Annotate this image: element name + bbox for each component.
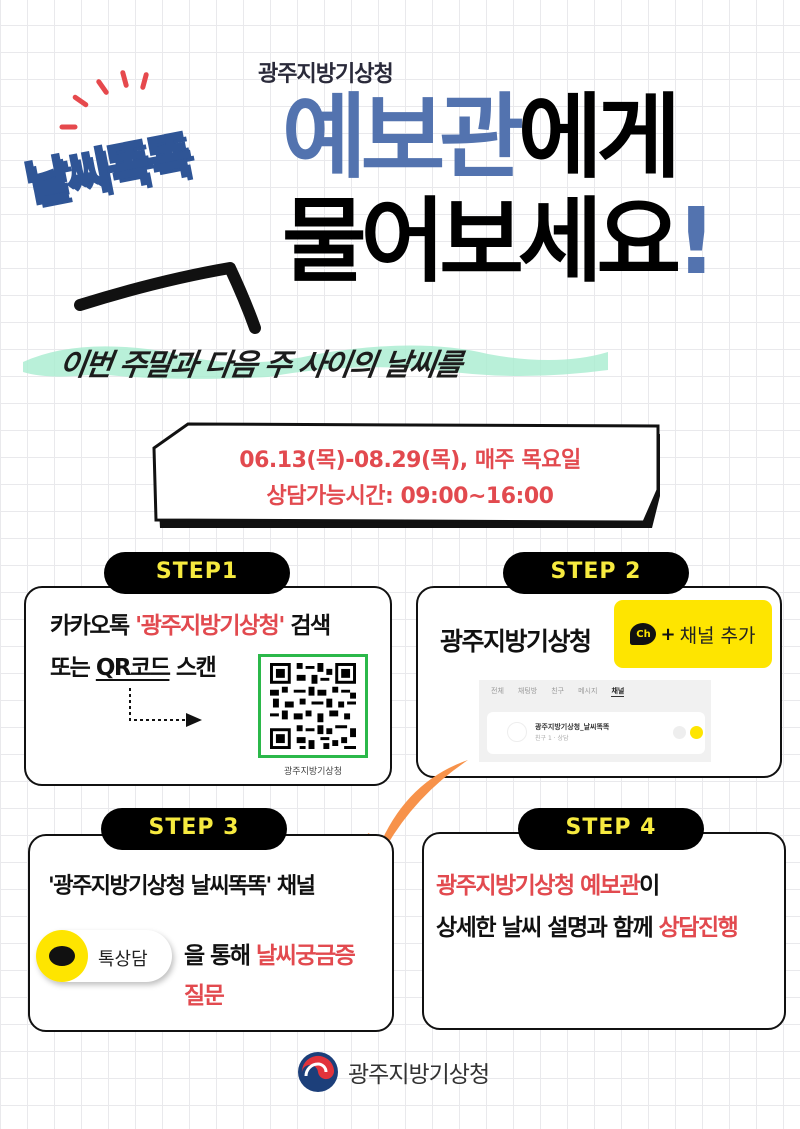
- org-name-top: 광주지방기상청: [258, 62, 394, 87]
- step1-badge: STEP1: [104, 552, 290, 594]
- nalssi-ttokttok-logo: 날씨똑똑: [10, 69, 270, 220]
- step1-line1: 카카오톡 '광주지방기상청' 검색: [50, 613, 331, 639]
- burst-line-icon: [71, 93, 90, 109]
- chat-bubble-icon[interactable]: [673, 726, 686, 739]
- kakao-channel-list-preview: 전체 채팅방 친구 메시지 채널 광주지방기상청_날씨똑똑 친구 1 · 상담: [479, 680, 711, 762]
- step4-line1: 광주지방기상청 예보관이: [436, 873, 660, 899]
- step2-badge: STEP 2: [503, 552, 689, 594]
- kakao-tab-channels[interactable]: 채널: [611, 687, 625, 697]
- footer: 광주지방기상청: [296, 1050, 490, 1094]
- mint-highlight-band: [23, 345, 608, 379]
- schedule-period: 06.13(목)-08.29(목), 매주 목요일: [239, 448, 581, 473]
- schedule-hours: 상담가능시간: 09:00~16:00: [266, 484, 554, 509]
- qr-caption: 광주지방기상청: [284, 767, 342, 777]
- government-emblem-icon: [298, 1052, 338, 1092]
- dotted-arrow-icon: [129, 688, 202, 727]
- talk-consult-label: 톡상담: [98, 949, 148, 970]
- burst-line-icon: [95, 78, 110, 96]
- add-channel-button[interactable]: Ch + 채널 추가: [614, 600, 772, 668]
- burst-line-icon: [119, 69, 130, 89]
- kakao-tab-chatrooms[interactable]: 채팅방: [517, 687, 538, 695]
- channel-meta: 친구 1 · 상담: [535, 735, 569, 742]
- qr-code-icon: [270, 663, 356, 749]
- headline-ask: 물어보세요: [282, 188, 681, 295]
- kakao-tab-friends[interactable]: 친구: [551, 687, 565, 695]
- search-keyword: '광주지방기상청': [135, 613, 285, 639]
- step4-line2: 상세한 날씨 설명과 함께 상담진행: [436, 915, 739, 941]
- kakao-tab-messages[interactable]: 메시지: [578, 687, 598, 695]
- headline-line2: 물어보세요!: [282, 196, 717, 288]
- schedule-box: [152, 422, 660, 528]
- kakao-talk-icon: [36, 930, 88, 982]
- logo-text: 날씨똑똑: [20, 125, 195, 214]
- step1-line2: 또는 QR코드 스캔: [50, 655, 217, 681]
- kakao-tab-all[interactable]: 전체: [491, 687, 504, 695]
- headline-to: 에게: [517, 84, 681, 191]
- add-channel-icon[interactable]: [690, 726, 703, 739]
- step3-badge: STEP 3: [101, 808, 287, 850]
- step3-line2: 을 통해 날씨궁금증: [184, 943, 356, 969]
- headline-line1: 예보관에게: [282, 92, 681, 184]
- step2-channel-title: 광주지방기상청: [440, 627, 592, 656]
- add-channel-label: 채널 추가: [679, 624, 756, 647]
- subtitle: 이번 주말과 다음 주 사이의 날씨를: [57, 348, 463, 383]
- kakao-channel-icon: Ch: [630, 623, 657, 645]
- talk-consult-button[interactable]: 톡상담: [36, 930, 172, 982]
- burst-line-icon: [139, 71, 150, 91]
- kakao-channel-row[interactable]: 광주지방기상청_날씨똑똑 친구 1 · 상담: [487, 712, 705, 754]
- brush-stroke-icon: [74, 262, 261, 334]
- headline-exclaim: !: [675, 188, 717, 295]
- burst-line-icon: [59, 124, 78, 130]
- step3-line1: '광주지방기상청 날씨똑똑' 채널: [48, 874, 316, 899]
- step4-badge: STEP 4: [518, 808, 704, 850]
- plus-icon: +: [660, 623, 676, 645]
- step4-card: [422, 832, 786, 1030]
- kakao-tabs: 전체 채팅방 친구 메시지 채널: [491, 686, 625, 697]
- footer-org-name: 광주지방기상청: [348, 1062, 490, 1088]
- channel-name: 광주지방기상청_날씨똑똑: [535, 723, 610, 731]
- headline-forecaster: 예보관: [282, 84, 524, 191]
- step3-line3: 질문: [184, 983, 225, 1009]
- qr-code-label: QR코드: [95, 655, 171, 681]
- qr-code[interactable]: [258, 654, 368, 758]
- channel-avatar: [507, 722, 527, 742]
